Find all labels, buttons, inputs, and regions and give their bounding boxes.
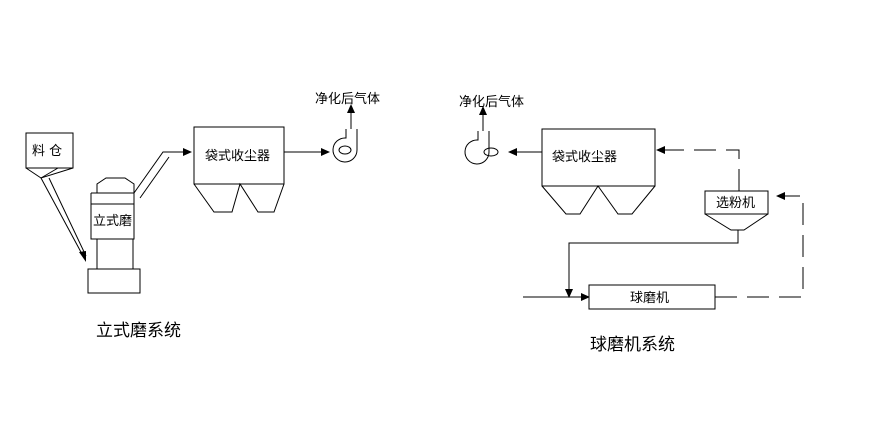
- fan-right-impeller: [483, 147, 499, 157]
- mill-separator-arrow-icon: [776, 192, 785, 200]
- separator-body: [704, 190, 769, 215]
- separator-label: 选粉机: [716, 196, 755, 211]
- mill-label: 立式磨: [93, 214, 132, 229]
- baghouse-left: 袋式收尘器: [193, 126, 285, 213]
- mill-base: [87, 268, 141, 294]
- vertical-mill-system-title: 立式磨系统: [96, 321, 181, 341]
- feed-line-b: [48, 177, 87, 257]
- duct-arrow-icon: [183, 148, 192, 156]
- baghouse-right: 袋式收尘器: [541, 128, 656, 215]
- mill-stand: [96, 238, 134, 270]
- ball-mill-feed-line: [523, 293, 590, 301]
- duct-line-b: [139, 156, 170, 199]
- collector-right-fan-arrow-icon: [508, 148, 517, 156]
- separator-collector-arrow-icon: [656, 146, 665, 154]
- silo: 料 仓: [25, 132, 74, 179]
- mill-separator-dashed-line: [715, 195, 804, 298]
- feed-line: [40, 177, 87, 262]
- fan-right: 净化后气体: [459, 94, 524, 165]
- fan-left-exhaust-arrow-icon: [347, 104, 355, 113]
- mill-body: [90, 203, 135, 240]
- separator-mill-arrow-icon: [565, 289, 573, 298]
- fan-right-exhaust-arrow-icon: [479, 106, 487, 115]
- baghouse-left-hoppers: [193, 182, 285, 213]
- vertical-mill: 立式磨: [87, 177, 141, 294]
- ball-mill-feed-arrow-icon: [581, 293, 590, 301]
- collector-to-fan-line: [284, 148, 330, 156]
- separator-cone: [704, 213, 769, 231]
- silo-body: [25, 132, 74, 169]
- mill-to-separator-dashed: [715, 192, 804, 298]
- fan-left-impeller: [338, 145, 352, 155]
- silo-label: 料 仓: [32, 144, 62, 159]
- feed-line-a: [40, 177, 83, 255]
- baghouse-right-hoppers: [541, 185, 656, 215]
- separator-to-mill-line: [565, 230, 739, 298]
- ball-mill-label: 球磨机: [630, 291, 669, 306]
- feed-arrow-icon: [79, 251, 86, 262]
- exhaust-right-label: 净化后气体: [459, 94, 524, 110]
- separator-mill-line: [568, 230, 739, 291]
- fan-right-casing: [464, 131, 490, 165]
- mill-outlet-duct: [133, 148, 192, 199]
- separator-collector-dashed-line: [664, 149, 740, 191]
- separator: 选粉机: [704, 190, 769, 231]
- baghouse-left-body: [193, 126, 285, 185]
- collector-fan-arrow-icon: [321, 148, 330, 156]
- exhaust-left-label: 净化后气体: [315, 91, 380, 107]
- baghouse-right-label: 袋式收尘器: [552, 150, 617, 165]
- ball-mill: 球磨机: [588, 284, 716, 310]
- ball-mill-system-title: 球磨机系统: [590, 335, 675, 355]
- mill-separator-top: [96, 177, 135, 193]
- baghouse-left-label: 袋式收尘器: [205, 149, 270, 164]
- baghouse-right-body: [541, 128, 656, 187]
- fan-left-casing: [332, 129, 358, 163]
- silo-outlet: [40, 167, 59, 179]
- collector-right-to-fan-line: [508, 148, 542, 156]
- duct-line-a: [133, 151, 186, 194]
- fan-left: 净化后气体: [315, 91, 380, 163]
- separator-to-collector-dashed: [656, 146, 740, 191]
